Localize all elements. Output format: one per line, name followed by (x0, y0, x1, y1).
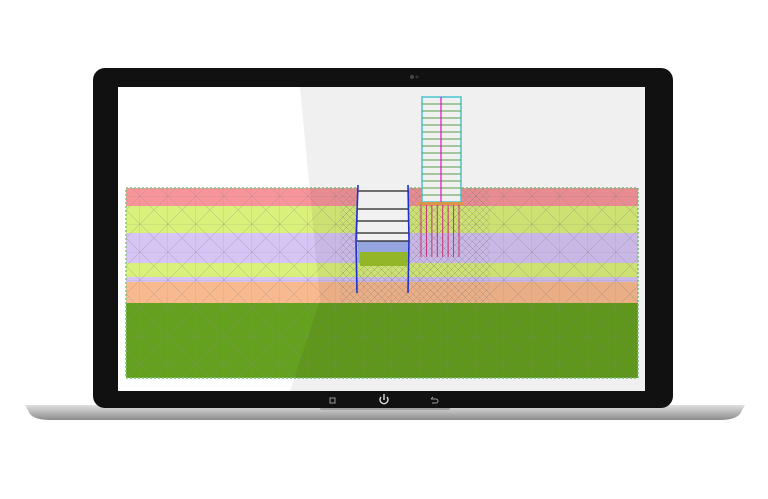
camera-icon (410, 75, 414, 79)
soil-model (125, 87, 645, 391)
excavation-core (360, 252, 407, 266)
back-icon[interactable] (430, 396, 439, 404)
left-diaphragm-wall (355, 184, 359, 294)
screen-glare (290, 87, 645, 391)
window-icon[interactable] (329, 397, 336, 404)
laptop-base (25, 405, 745, 420)
raft-foundation (418, 202, 463, 205)
power-icon[interactable] (379, 394, 389, 405)
right-diaphragm-wall (407, 184, 410, 294)
excavation (358, 186, 409, 241)
